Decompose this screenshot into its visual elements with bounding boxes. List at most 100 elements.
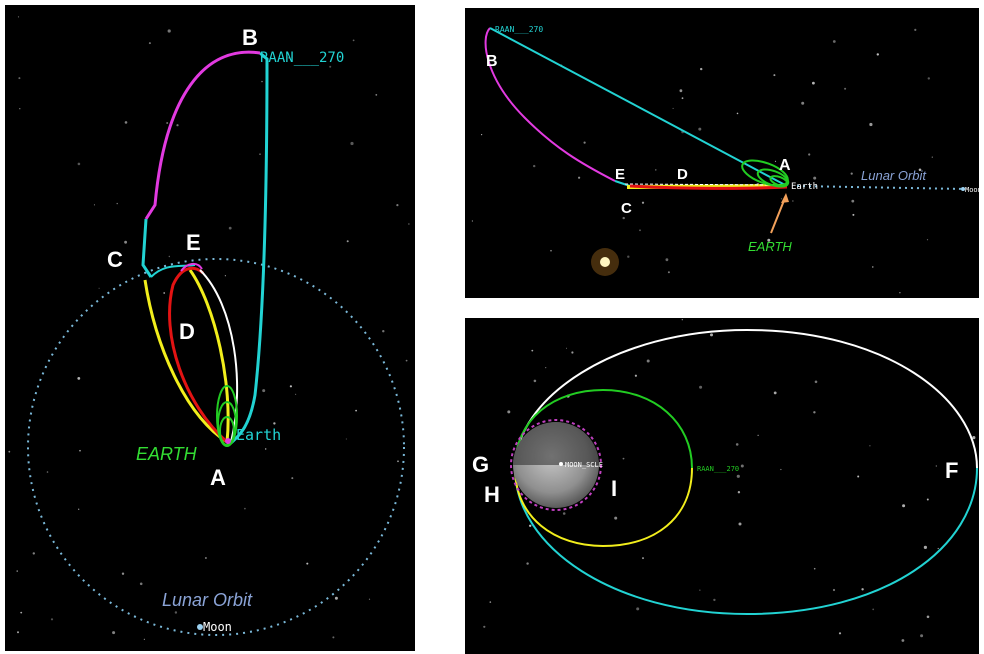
star xyxy=(408,223,410,225)
star xyxy=(780,198,783,200)
star xyxy=(112,631,116,635)
star xyxy=(124,240,127,244)
star xyxy=(869,445,871,447)
star xyxy=(636,607,640,611)
lunar-orbit-path xyxy=(796,185,966,190)
star xyxy=(627,255,630,258)
star xyxy=(736,474,740,478)
star xyxy=(872,608,875,611)
star xyxy=(757,434,759,436)
star xyxy=(139,582,143,586)
star xyxy=(168,255,170,258)
trajectory-cyan-descent xyxy=(229,51,269,445)
star xyxy=(814,380,818,384)
moon-label: MOON_SCLE xyxy=(565,461,603,469)
point-label-b: B xyxy=(242,25,258,50)
star xyxy=(935,465,937,467)
trajectory-yellow-loop xyxy=(143,269,230,445)
star xyxy=(679,89,683,93)
star xyxy=(20,611,23,614)
star xyxy=(902,504,906,508)
star xyxy=(124,121,128,124)
star xyxy=(329,65,332,68)
moon-marker xyxy=(197,624,203,630)
star xyxy=(832,40,836,43)
star xyxy=(289,385,292,388)
raan-label: RAAN___270 xyxy=(697,465,739,473)
point-label-d: D xyxy=(677,166,688,183)
star xyxy=(533,379,537,383)
star xyxy=(121,572,125,575)
phasing-loop-3 xyxy=(769,175,789,187)
star xyxy=(526,562,529,565)
star xyxy=(876,53,879,56)
lunar-orbit-label: Lunar Orbit xyxy=(861,168,927,183)
star xyxy=(368,598,371,600)
star xyxy=(46,471,49,473)
trajectory-white-loop xyxy=(624,183,788,186)
arrow-head xyxy=(781,193,789,203)
star xyxy=(93,204,95,206)
star xyxy=(533,164,536,168)
bottom-right-lunar-panel: MOON_SCLE RAAN___270 G H I F xyxy=(465,318,979,654)
star xyxy=(937,547,939,550)
star-field xyxy=(483,319,976,642)
star xyxy=(262,389,266,393)
orbit-cyan xyxy=(514,467,978,616)
star xyxy=(927,77,930,80)
star xyxy=(639,229,641,232)
star xyxy=(812,81,815,85)
left-orbit-diagram: B RAAN___270 C E D Earth EARTH A Lunar O… xyxy=(8,16,410,640)
star xyxy=(332,636,335,639)
point-label-e: E xyxy=(186,230,201,255)
star xyxy=(646,359,650,363)
star xyxy=(265,448,267,450)
star xyxy=(291,477,294,480)
star xyxy=(672,107,674,109)
star xyxy=(655,169,657,171)
star xyxy=(566,347,567,349)
star xyxy=(920,634,924,638)
star xyxy=(529,524,532,527)
phasing-loop-3 xyxy=(219,416,235,446)
moon-label: Moon xyxy=(965,186,979,194)
point-label-c: C xyxy=(107,247,123,272)
raan-label: RAAN___270 xyxy=(260,50,344,66)
star xyxy=(808,153,811,156)
star xyxy=(736,112,739,115)
star xyxy=(851,199,855,203)
star xyxy=(838,632,842,635)
star xyxy=(79,449,81,452)
star xyxy=(926,615,930,619)
star xyxy=(204,557,207,559)
star xyxy=(19,108,21,110)
star xyxy=(489,601,492,603)
moon-center-marker xyxy=(559,462,563,466)
star xyxy=(773,391,777,395)
trajectory-red-loop xyxy=(168,266,228,444)
star xyxy=(350,141,354,146)
orbit-yellow xyxy=(514,467,693,548)
lunar-orbit-label: Lunar Orbit xyxy=(162,590,253,610)
raan-label: RAAN___270 xyxy=(495,25,543,34)
star xyxy=(531,349,534,352)
star xyxy=(483,625,486,628)
star xyxy=(244,507,246,510)
star xyxy=(844,87,847,90)
star xyxy=(176,124,179,127)
star xyxy=(167,29,171,33)
star xyxy=(792,200,794,202)
star xyxy=(578,176,581,179)
star xyxy=(143,638,145,640)
earth-pointer-arrow xyxy=(770,197,786,234)
point-label-c: C xyxy=(621,200,632,217)
star xyxy=(228,226,232,230)
star xyxy=(931,156,933,158)
trajectory-white-loop xyxy=(199,269,239,443)
trajectory-magenta-e xyxy=(180,263,203,272)
star xyxy=(288,57,290,59)
star xyxy=(801,101,805,105)
star xyxy=(901,639,905,642)
point-label-f: F xyxy=(945,458,958,483)
star xyxy=(740,464,744,468)
